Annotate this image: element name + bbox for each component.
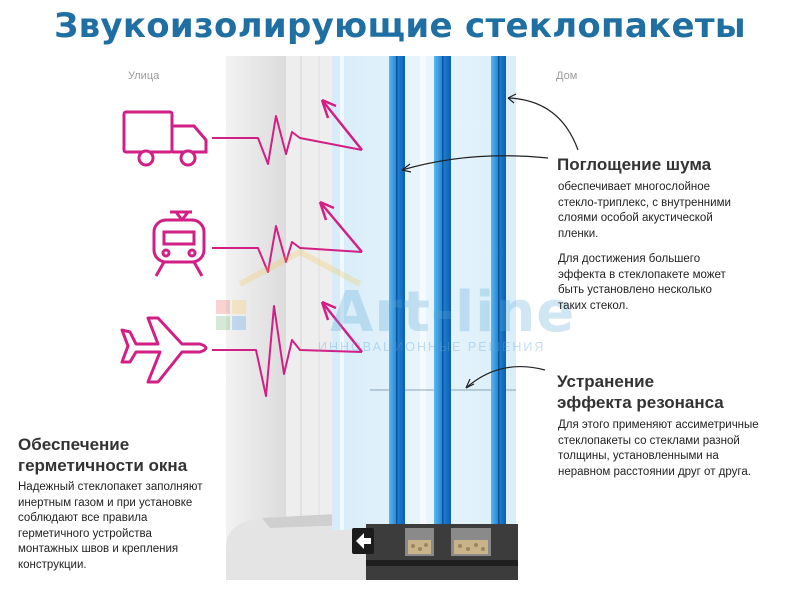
text-line: стекло-триплекс, с внутренними <box>558 196 731 209</box>
street-label: Улица <box>128 70 160 82</box>
text-line: Для этого применяют ассиметричные <box>558 419 759 431</box>
pointer-arrows <box>401 93 579 389</box>
noise-text-1: обеспечивает многослойное стекло-триплек… <box>558 180 731 242</box>
watermark-tagline: ИННОВАЦИОННЫЕ РЕШЕНИЯ <box>318 340 546 354</box>
text-line: быть установлено несколько <box>558 284 712 296</box>
heading-line: герметичности окна <box>18 456 188 475</box>
heading-line: эффекта резонанса <box>557 393 724 412</box>
text-line: герметичного устройства <box>18 527 152 540</box>
heading-line: Обеспечение <box>18 435 130 454</box>
watermark-brand: Art-line <box>330 280 576 345</box>
seal-arrow-icon <box>352 528 374 554</box>
airplane-icon <box>120 316 208 384</box>
resonance-heading: Устранение эффекта резонанса <box>557 371 724 413</box>
sealing-text: Надежный стеклопакет заполняют инертным … <box>18 480 203 573</box>
text-line: толщины, установленными на <box>558 450 719 462</box>
page-title: Звукоизолирующие стеклопакеты <box>54 6 746 46</box>
text-line: конструкции. <box>18 558 87 571</box>
text-line: пленки. <box>558 227 599 240</box>
text-line: таких стекол. <box>558 299 629 312</box>
text-line: Для достижения большего <box>558 253 701 265</box>
spacer-frame <box>366 524 518 580</box>
sound-waves <box>212 98 363 397</box>
resonance-text: Для этого применяют ассиметричные стекло… <box>558 418 759 480</box>
text-line: обеспечивает многослойное <box>558 181 711 193</box>
text-line: монтажных швов и крепления <box>18 543 179 555</box>
truck-icon <box>122 110 208 167</box>
text-line: инертным газом и при установке <box>18 496 193 509</box>
text-line: неравном расстоянии друг от друга. <box>558 465 751 478</box>
text-line: стеклопакеты со стеклами разной <box>558 434 740 447</box>
noise-heading: Поглощение шума <box>557 155 712 174</box>
watermark-logo <box>216 248 362 330</box>
text-line: эффекта в стеклопакете может <box>558 268 726 281</box>
text-line: соблюдают все правила <box>18 512 148 524</box>
sealing-heading: Обеспечение герметичности окна <box>18 434 187 476</box>
text-line: слоями особой акустической <box>558 212 713 224</box>
train-icon <box>152 210 206 277</box>
heading-line: Устранение <box>557 372 655 391</box>
text-line: Надежный стеклопакет заполняют <box>18 481 203 493</box>
home-label: Дом <box>556 70 578 82</box>
noise-text-2: Для достижения большего эффекта в стекло… <box>558 252 726 314</box>
